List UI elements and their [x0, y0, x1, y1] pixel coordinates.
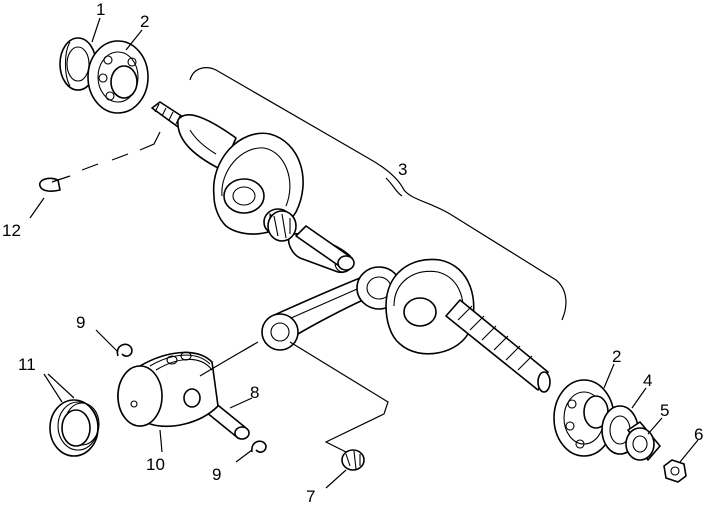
- part-10-piston: [117, 351, 219, 428]
- part-6-nut: [663, 459, 687, 483]
- callout-3: 3: [398, 160, 407, 179]
- part-5-collar: [625, 421, 661, 461]
- callout-11: 11: [18, 355, 36, 374]
- needle-bearing: [267, 210, 297, 242]
- part-2-bearing-upper: [87, 40, 149, 114]
- callout-10: 10: [146, 455, 165, 474]
- callout-2-upper: 2: [140, 12, 149, 31]
- connecting-rod: [261, 266, 402, 351]
- callout-9-upper: 9: [76, 313, 85, 332]
- callout-4: 4: [643, 371, 652, 390]
- callout-8: 8: [250, 383, 259, 402]
- callout-12: 12: [2, 221, 21, 240]
- part-2-bearing-lower: [553, 379, 615, 457]
- part-7-needle-bearing: [341, 449, 365, 471]
- leader-lines: [29, 17, 699, 489]
- callout-1: 1: [96, 0, 105, 19]
- callout-7: 7: [306, 487, 315, 506]
- crankshaft-right-half: [385, 258, 551, 393]
- part-9-circlip-lower: [251, 440, 267, 453]
- callout-6: 6: [694, 425, 703, 444]
- part-9-circlip-upper: [116, 343, 133, 357]
- callout-5: 5: [660, 401, 669, 420]
- callout-2-lower: 2: [612, 347, 621, 366]
- crank-pin: [295, 225, 355, 271]
- part-11-piston-rings: [49, 399, 100, 457]
- callout-9-lower: 9: [212, 465, 221, 484]
- crankshaft-assembly-bracket: [189, 67, 567, 321]
